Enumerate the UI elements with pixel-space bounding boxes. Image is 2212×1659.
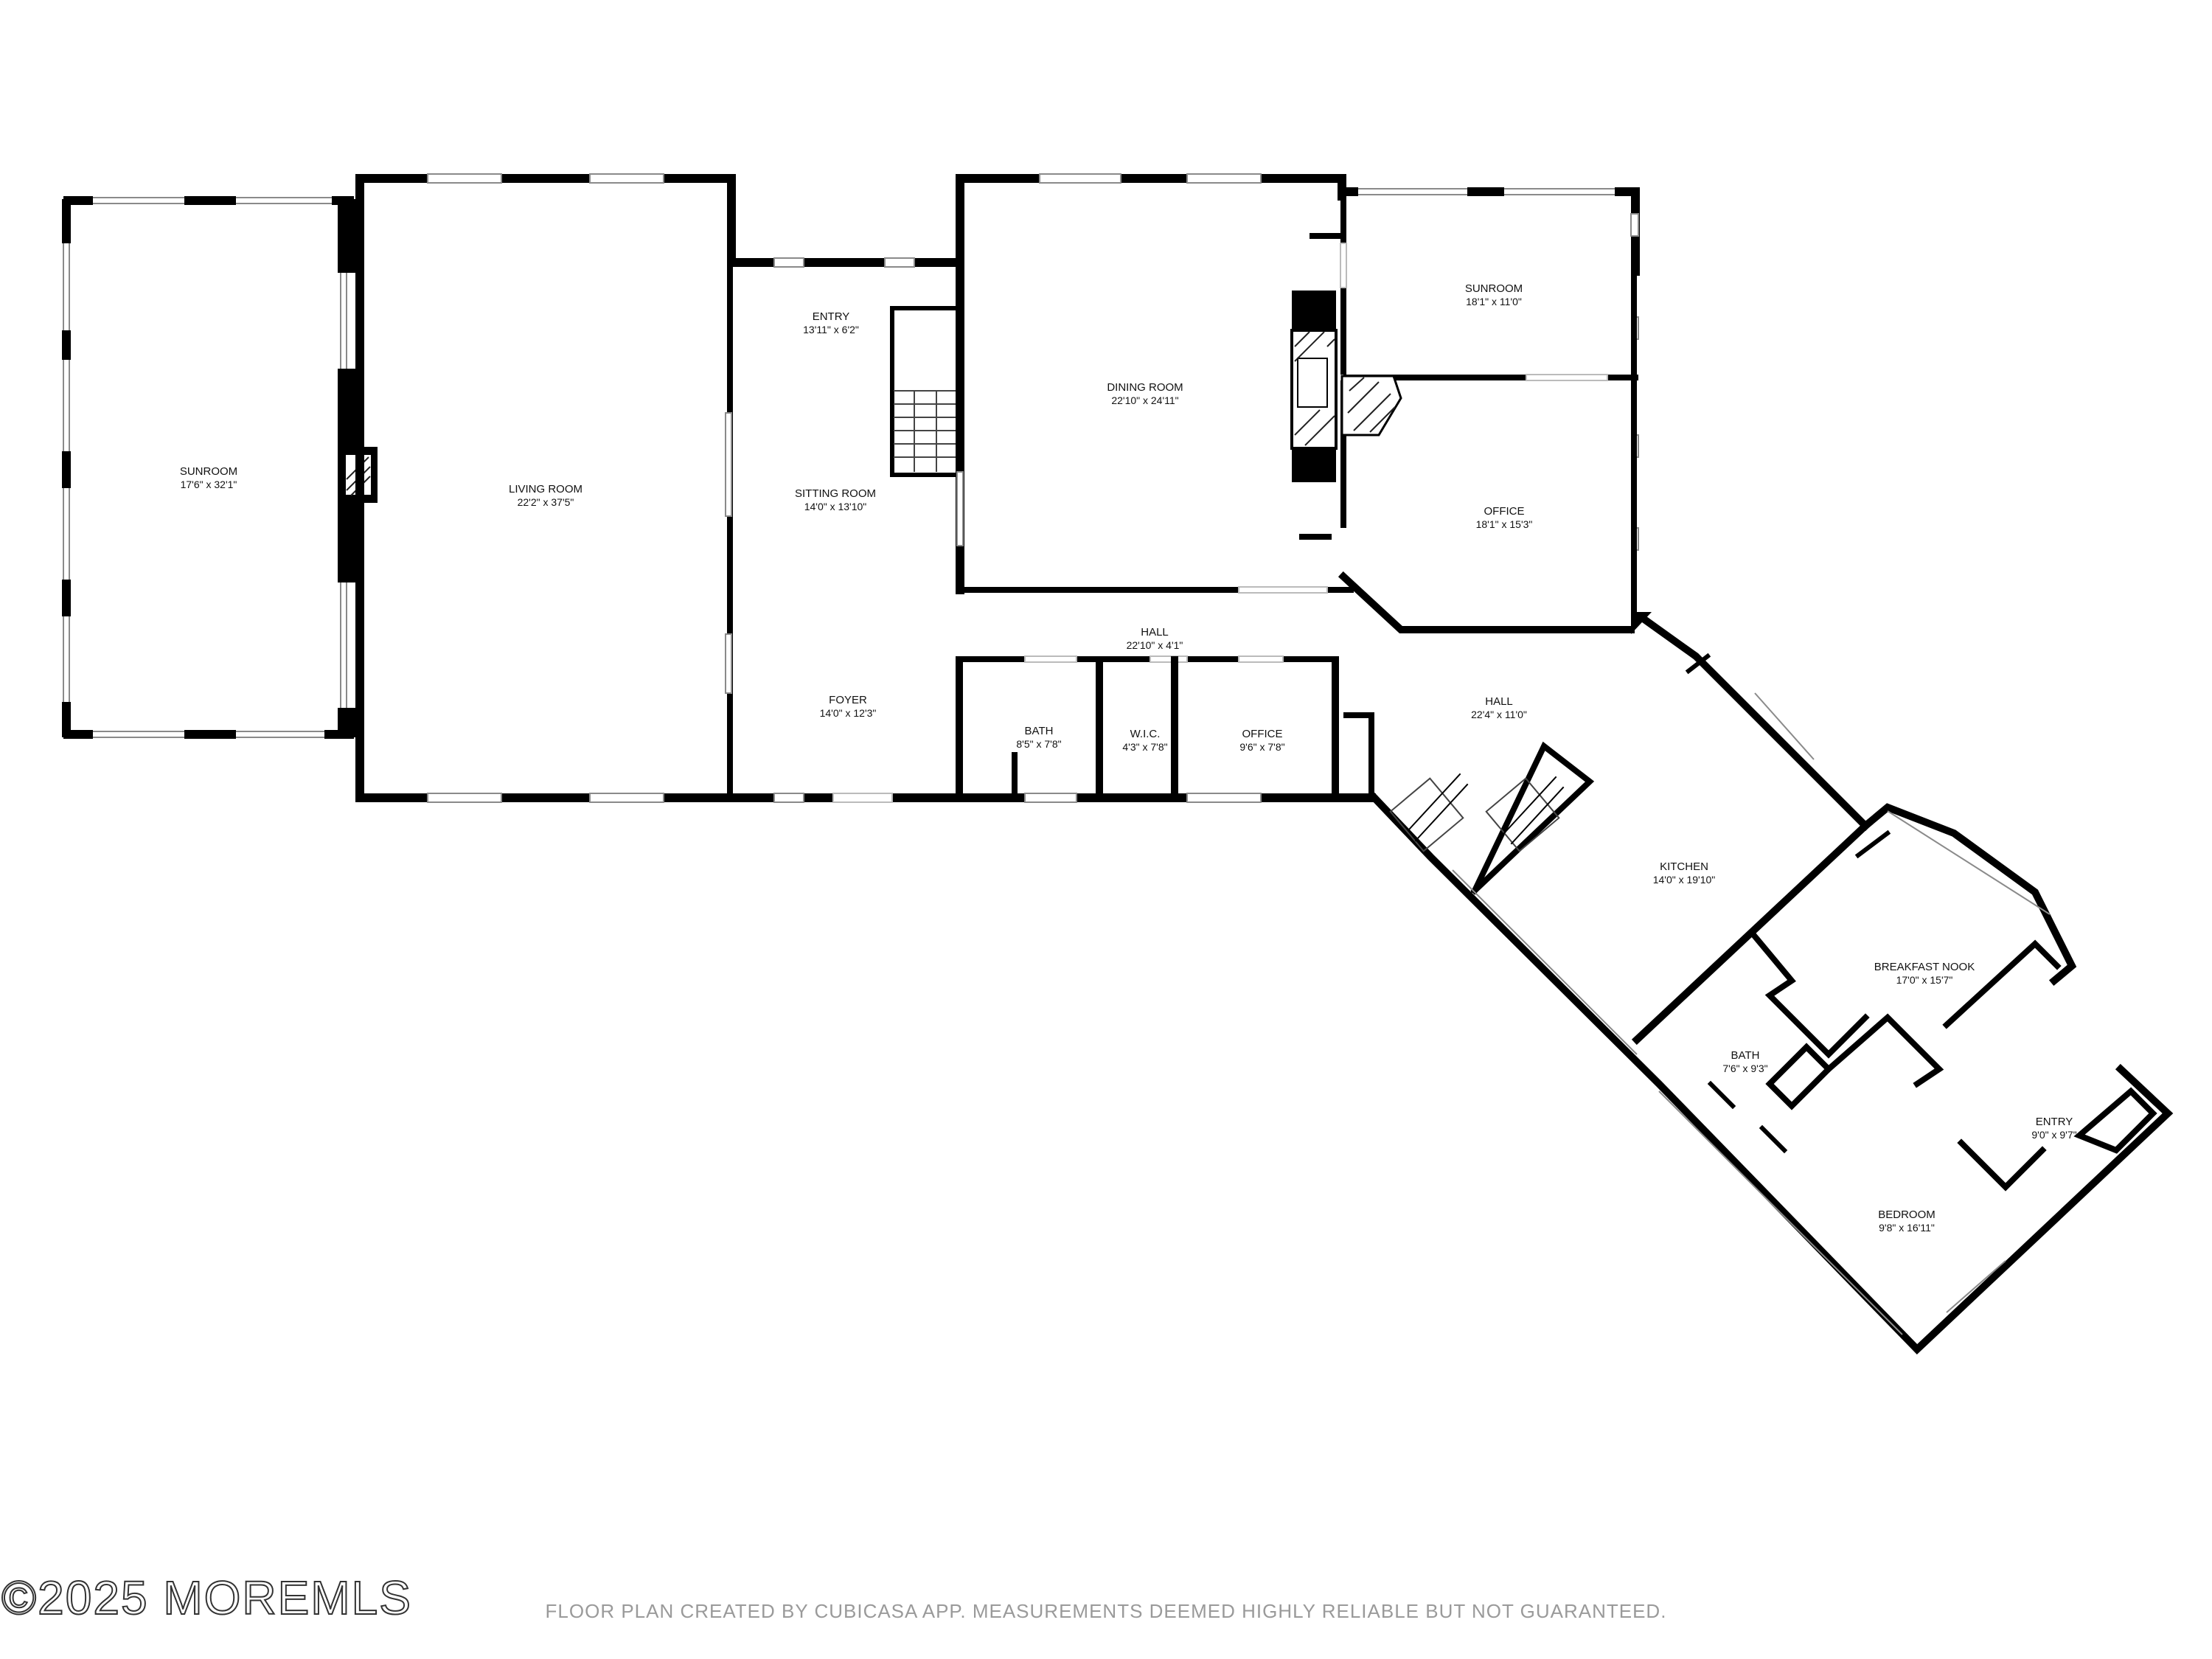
room-dims-bath-1: 8'5" x 7'8" [1016, 738, 1061, 750]
room-dims-bath-2: 7'6" x 9'3" [1722, 1062, 1767, 1074]
room-name-hall-2: HALL [1485, 695, 1513, 708]
room-dims-living-room: 22'2" x 37'5" [518, 496, 574, 508]
room-dims-entry-1: 13'11" x 6'2" [803, 324, 859, 335]
room-name-sunroom-left: SUNROOM [180, 465, 237, 478]
sunroom-right-walls [1340, 183, 1640, 622]
room-dims-hall-1: 22'10" x 4'1" [1127, 639, 1183, 651]
room-name-foyer: FOYER [829, 694, 867, 706]
room-name-office-2: OFFICE [1242, 728, 1283, 740]
room-dims-bedroom: 9'8" x 16'11" [1879, 1222, 1935, 1234]
room-labels: SUNROOM 17'6" x 32'1" LIVING ROOM 22'2" … [180, 282, 2077, 1234]
room-name-sitting-room: SITTING ROOM [795, 487, 876, 500]
copyright-watermark: ©2025 MOREMLS [1, 1571, 412, 1625]
room-name-bath-2: BATH [1731, 1049, 1760, 1062]
room-name-hall-1: HALL [1141, 626, 1169, 639]
disclaimer-text: FLOOR PLAN CREATED BY CUBICASA APP. MEAS… [545, 1600, 1667, 1622]
room-name-wic: W.I.C. [1130, 728, 1161, 740]
room-name-entry-1: ENTRY [813, 310, 850, 323]
room-dims-hall-2: 22'4" x 11'0" [1471, 709, 1527, 720]
room-name-entry-2: ENTRY [2036, 1116, 2073, 1128]
room-name-dining-room: DINING ROOM [1107, 381, 1183, 394]
room-name-breakfast-nook: BREAKFAST NOOK [1874, 961, 1975, 973]
room-dims-breakfast-nook: 17'0" x 15'7" [1896, 974, 1953, 986]
room-name-bath-1: BATH [1025, 725, 1054, 737]
room-dims-kitchen: 14'0" x 19'10" [1653, 874, 1716, 886]
room-dims-dining-room: 22'10" x 24'11" [1111, 394, 1178, 406]
dining-room-walls [956, 173, 1354, 594]
room-dims-office-2: 9'6" x 7'8" [1239, 741, 1284, 753]
room-name-living-room: LIVING ROOM [509, 483, 582, 495]
living-room-walls [355, 173, 736, 803]
room-dims-sunroom-right: 18'1" x 11'0" [1466, 296, 1522, 307]
room-dims-foyer: 14'0" x 12'3" [820, 707, 877, 719]
room-dims-sitting-room: 14'0" x 13'10" [804, 501, 867, 512]
room-dims-wic: 4'3" x 7'8" [1122, 741, 1167, 753]
room-name-kitchen: KITCHEN [1660, 860, 1708, 873]
room-dims-sunroom-left: 17'6" x 32'1" [181, 479, 237, 490]
room-name-sunroom-right: SUNROOM [1465, 282, 1523, 295]
office-1-walls [1338, 375, 1652, 634]
kitchen-wing-walls [1368, 614, 2174, 1355]
room-name-bedroom: BEDROOM [1878, 1208, 1935, 1221]
room-dims-entry-2: 9'0" x 9'7" [2031, 1129, 2076, 1141]
hall-1-walls [956, 655, 1376, 803]
room-name-office-1: OFFICE [1484, 505, 1525, 518]
room-dims-office-1: 18'1" x 15'3" [1476, 518, 1533, 530]
